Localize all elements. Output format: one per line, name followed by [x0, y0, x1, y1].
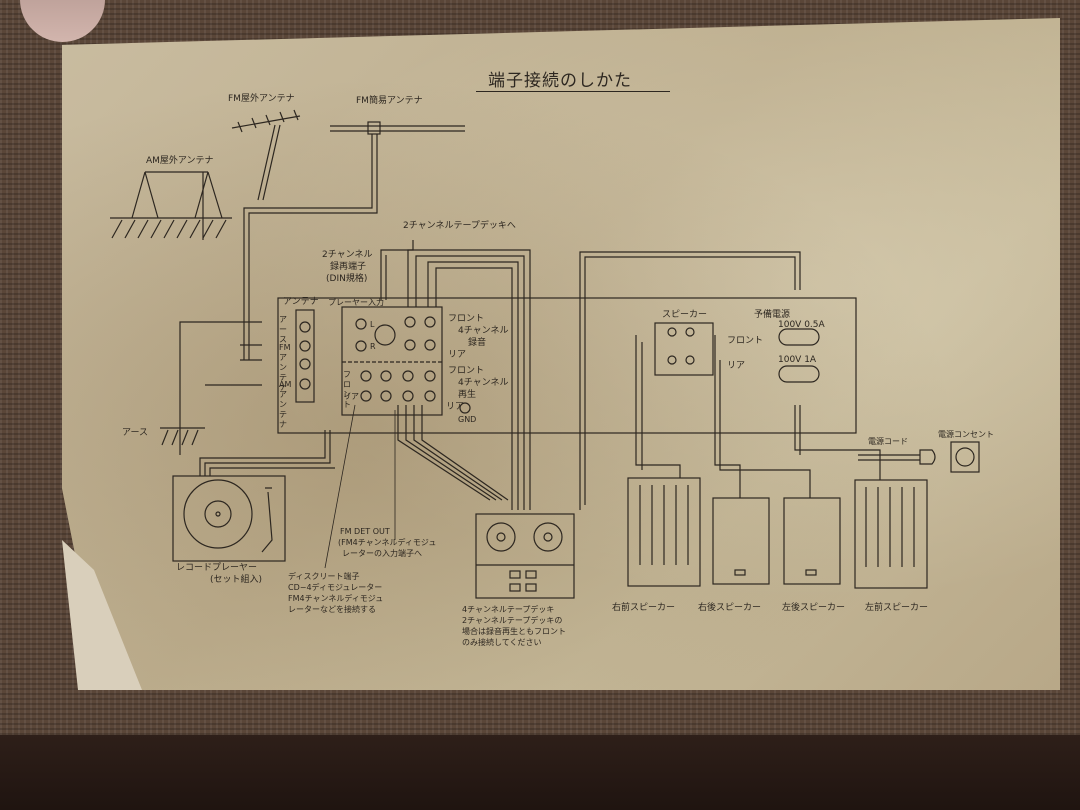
speaker-label-right-rear: 右後スピーカー	[698, 603, 762, 613]
antenna-terminal-earth: アース	[279, 315, 287, 344]
rec-4ch-label: 4チャンネル	[458, 326, 509, 336]
play-4ch-label: 4チャンネル	[458, 378, 509, 388]
antenna-terminal-am: AM アンテナ	[279, 380, 292, 429]
discrete-note-line2: CD−4ディモジュレーター	[288, 583, 383, 592]
player-input-header: プレーヤー入力	[328, 298, 384, 307]
outlet-1-label: 100V 0.5A	[778, 320, 825, 330]
fm-simple-antenna-icon	[243, 121, 465, 360]
title-underline	[476, 91, 670, 92]
record-player-sublabel: (セット組入)	[210, 575, 263, 585]
antenna-terminal-fm: FM アンテナ	[279, 343, 291, 392]
tape-note-line3: 場合は録音再生ともフロント	[462, 627, 566, 636]
speaker-rear-label: リア	[727, 361, 746, 371]
power-outlet-label: 電源コンセント	[938, 430, 994, 439]
tape-deck-2ch-label: 2チャンネルテープデッキへ	[403, 221, 516, 231]
fm-det-out-line2: (FM4チャンネルディモジュ	[338, 538, 437, 547]
discrete-note-line3: FM4チャンネルディモジュ	[288, 594, 384, 603]
fm-det-out-line1: FM DET OUT	[340, 527, 390, 536]
player-input-L: L	[370, 320, 375, 329]
tape-note-line2: 2チャンネルテープデッキの	[462, 616, 563, 625]
am-outdoor-antenna-label: AM屋外アンテナ	[146, 156, 214, 166]
am-antenna-icon	[110, 171, 232, 240]
rec-label: 録音	[468, 338, 487, 348]
wooden-shelf	[0, 735, 1080, 810]
din-terminal-line3: (DIN規格)	[326, 274, 368, 284]
fm-simple-antenna-label: FM簡易アンテナ	[356, 96, 423, 106]
power-cord-label: 電源コード	[868, 437, 908, 446]
gnd-label: GND	[458, 415, 477, 424]
play-rear-label: リア	[446, 402, 465, 412]
record-player-label: レコードプレーヤー	[176, 563, 258, 573]
tape-note-line1: 4チャンネルテープデッキ	[462, 605, 555, 614]
diagram-paper-sheet	[62, 18, 1060, 690]
speaker-front-label: フロント	[727, 336, 764, 346]
speaker-label-right-front: 右前スピーカー	[612, 603, 676, 613]
speaker-label-left-front: 左前スピーカー	[865, 603, 929, 613]
play-label: 再生	[458, 390, 477, 400]
record-player-icon	[172, 430, 335, 562]
fm-outdoor-antenna-icon	[231, 109, 301, 201]
antenna-header: アンテナ	[283, 297, 319, 307]
aux-rear-label: リア	[343, 392, 359, 401]
discrete-note-line4: レーターなどを接続する	[288, 605, 376, 614]
fm-outdoor-antenna-label: FM屋外アンテナ	[228, 94, 295, 104]
din-terminal-line2: 録再端子	[330, 262, 367, 272]
speaker-cabinets	[627, 477, 928, 589]
receiver-rear-panel	[277, 297, 857, 434]
reel-tape-deck-icon	[475, 513, 575, 599]
speaker-header: スピーカー	[662, 310, 708, 320]
speaker-label-left-rear: 左後スピーカー	[782, 603, 846, 613]
play-front-label: フロント	[448, 366, 485, 376]
fm-det-out-line3: レーターの入力端子へ	[342, 549, 422, 558]
aux-front-label: フロント	[343, 370, 351, 409]
diagram-title: 端子接続のしかた	[488, 71, 632, 91]
aux-power-header: 予備電源	[754, 310, 791, 320]
earth-label: アース	[122, 428, 149, 438]
discrete-note-line1: ディスクリート端子	[288, 572, 360, 581]
tape-note-line4: のみ接続してください	[462, 638, 542, 647]
rec-front-label: フロント	[448, 314, 485, 324]
din-terminal-line1: 2チャンネル	[322, 250, 373, 260]
player-input-R: R	[370, 342, 376, 351]
outlet-2-label: 100V 1A	[778, 355, 817, 365]
rec-rear-label: リア	[448, 350, 467, 360]
